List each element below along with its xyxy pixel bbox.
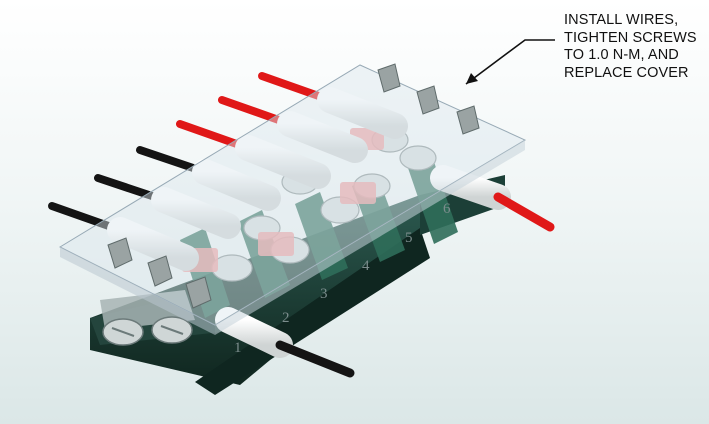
instruction-line-3: TO 1.0 N-M, AND [564,47,679,63]
instruction-line-2: TIGHTEN SCREWS [564,29,697,46]
instruction-line-1: INSTALL WIRES, [564,12,679,28]
position-number-4: 4 [362,258,370,274]
install-instruction: INSTALL WIRES, TIGHTEN SCREWS TO 1.0 N-M… [564,12,709,82]
cover-tabs [107,63,480,309]
position-number-5: 5 [405,230,413,246]
position-numbers: 1 2 3 4 5 6 [234,201,451,356]
position-number-2: 2 [282,310,290,326]
instruction-line-4: REPLACE COVER [564,64,689,81]
callout-arrow [465,39,555,85]
terminal-cover [58,64,527,335]
position-number-6: 6 [443,201,451,217]
position-number-3: 3 [320,286,328,302]
position-number-1: 1 [234,340,242,356]
wires [48,72,555,378]
